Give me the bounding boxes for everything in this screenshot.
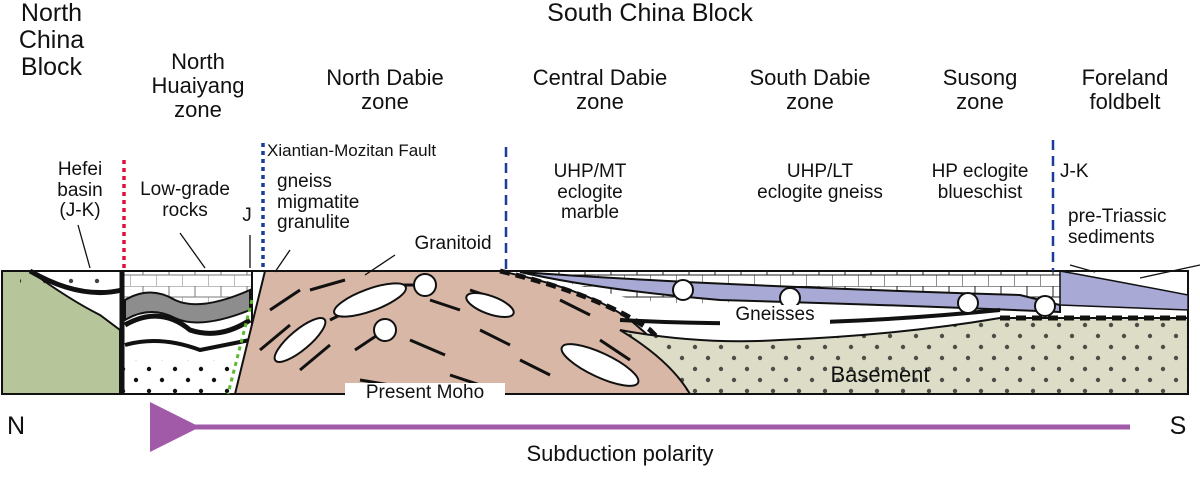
zone-foreland-label: Foreland foldbelt (1081, 65, 1169, 114)
zone-north-huaiyang-label: North Huaiyang zone (151, 49, 245, 122)
pre-triassic-label: pre-Triassic sediments (1068, 206, 1167, 248)
zone-north-dabie-label: North Dabie zone (326, 65, 444, 114)
hp-eclogite-label: HP eclogite blueschist (931, 161, 1029, 203)
zone-central-dabie-label: Central Dabie zone (532, 65, 668, 114)
gneiss-label: gneiss migmatite granulite (277, 171, 360, 234)
north-compass-label: N (6, 412, 26, 440)
leader-lines (77, 224, 1200, 279)
moho-label: Present Moho (345, 382, 505, 404)
j-left-label: J (242, 205, 252, 226)
uhp-mt-label: UHP/MT eclogite marble (553, 161, 627, 224)
granitoid-label: Granitoid (414, 233, 492, 254)
green-fault-line (226, 299, 254, 395)
low-grade-rocks-label: Low-grade rocks (140, 179, 230, 221)
south-compass-label: S (1169, 412, 1187, 440)
zone-susong-label: Susong zone (942, 65, 1018, 114)
gneisses-label: Gneisses (720, 304, 830, 326)
uhp-lt-label: UHP/LT eclogite gneiss (757, 161, 883, 203)
hefei-basin-label: Hefei basin (J-K) (57, 159, 103, 222)
subduction-polarity-label: Subduction polarity (526, 441, 714, 466)
fault-name-label: Xiantian-Mozitan Fault (267, 141, 437, 160)
hefei-sediment-dots (20, 273, 120, 287)
jk-right-label: J-K (1060, 161, 1089, 182)
basement-label: Basement (830, 362, 930, 387)
south-china-block-label: South China Block (547, 0, 753, 27)
foliation-dashes (259, 278, 631, 387)
north-china-block-label: North China Block (18, 0, 85, 81)
zone-south-dabie-label: South Dabie zone (749, 65, 871, 114)
